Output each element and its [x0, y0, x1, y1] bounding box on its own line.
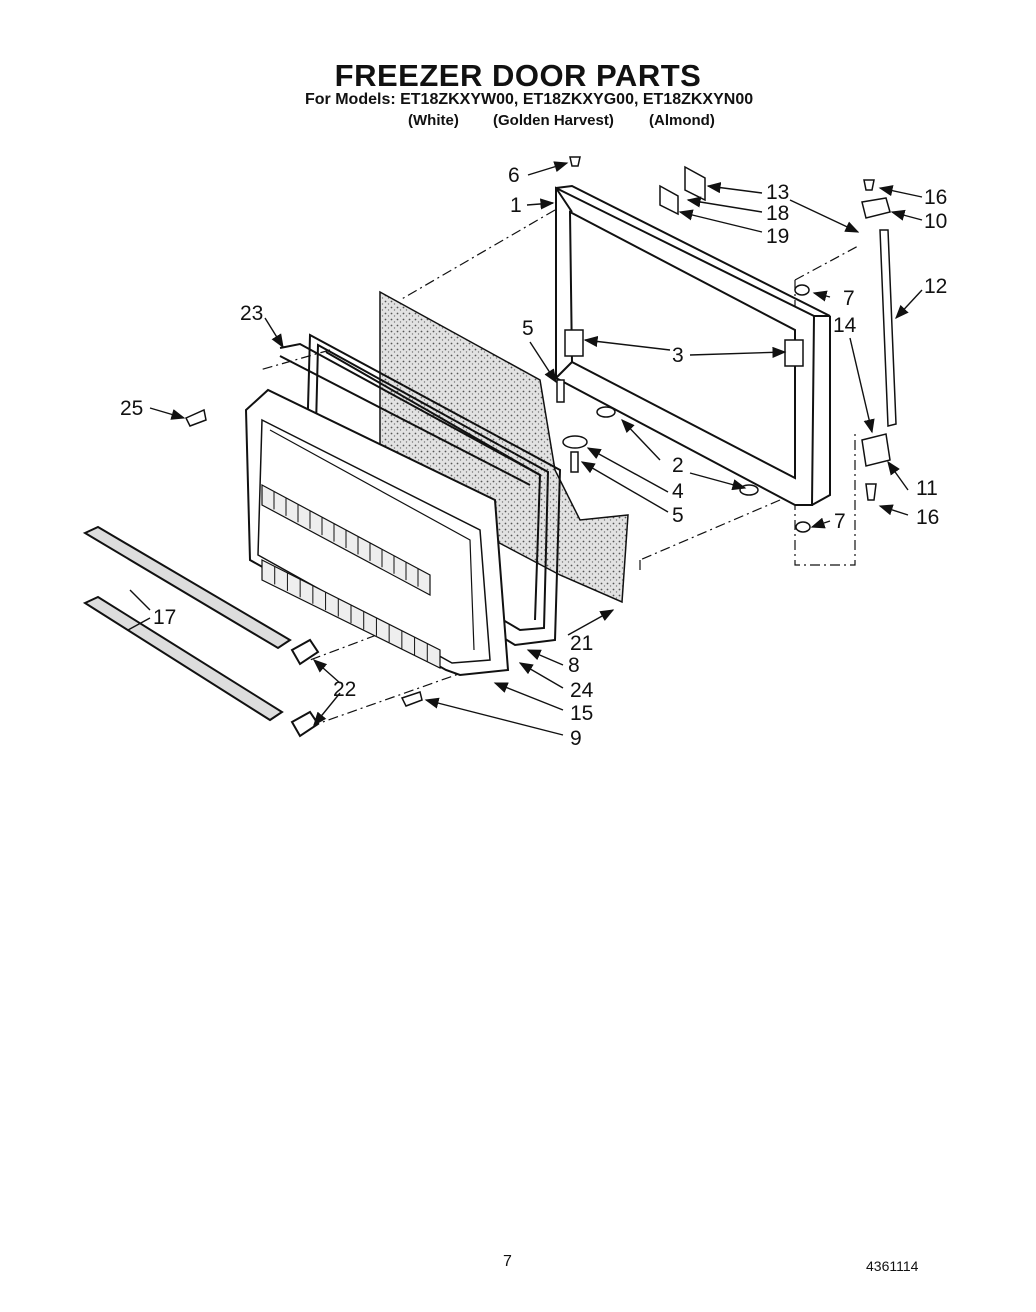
outer-door-panel	[555, 184, 831, 506]
stop-right	[739, 484, 759, 496]
callout-15: 15	[570, 702, 593, 725]
color-golden-harvest: (Golden Harvest)	[493, 112, 614, 129]
callout-9: 9	[570, 727, 582, 750]
color-almond: (Almond)	[649, 112, 715, 129]
hinge-parts	[861, 197, 897, 467]
callout-7-upper: 7	[843, 287, 855, 310]
screw-6	[569, 156, 581, 167]
screw-16-upper	[863, 179, 875, 191]
leader-lines	[127, 161, 923, 736]
callout-5-upper: 5	[522, 317, 534, 340]
callout-13: 13	[766, 181, 789, 204]
callout-25: 25	[120, 397, 143, 420]
callout-5-lower: 5	[672, 504, 684, 527]
hinge-10	[861, 197, 891, 219]
callout-4: 4	[672, 480, 684, 503]
callout-23: 23	[240, 302, 263, 325]
callout-10: 10	[924, 210, 947, 233]
plug-7-lower	[795, 521, 811, 533]
callout-2: 2	[672, 454, 684, 477]
label-plates	[659, 165, 706, 216]
stop-left	[596, 406, 616, 418]
door-bracket	[562, 435, 588, 449]
callout-16-upper: 16	[924, 186, 947, 209]
callout-6: 6	[508, 164, 520, 187]
screw-25	[184, 408, 207, 427]
page-title: FREEZER DOOR PARTS	[334, 58, 702, 93]
document-number: 4361114	[866, 1258, 919, 1274]
callout-7-lower: 7	[834, 510, 846, 533]
callout-22: 22	[333, 678, 356, 701]
callout-24: 24	[570, 679, 594, 702]
callout-21: 21	[570, 632, 593, 655]
plug-7-upper	[794, 284, 810, 296]
door-rails	[82, 525, 292, 722]
rail-end-caps	[290, 638, 320, 738]
callout-3: 3	[672, 344, 684, 367]
callout-8: 8	[568, 654, 580, 677]
screw-16-lower	[865, 483, 877, 501]
callout-16-lower: 16	[916, 506, 939, 529]
color-white: (White)	[408, 112, 459, 129]
callout-14: 14	[833, 314, 857, 337]
callout-17: 17	[153, 606, 176, 629]
screw-5-upper	[556, 379, 565, 403]
screw-5-lower	[570, 451, 579, 473]
screw-9	[400, 691, 423, 707]
model-list: For Models: ET18ZKXYW00, ET18ZKXYG00, ET…	[305, 91, 754, 108]
door-stops	[562, 329, 804, 496]
screws	[184, 156, 877, 707]
hinge-bracket-left	[564, 329, 584, 357]
callout-18: 18	[766, 202, 789, 225]
hinge-11	[861, 433, 891, 467]
callout-labels: 1 2 3 4 5 5 6 7 7 8 9 10 11 12 13 14 15 …	[120, 164, 947, 750]
callout-19: 19	[766, 225, 789, 248]
trim-12	[879, 229, 897, 427]
callout-12: 12	[924, 275, 947, 298]
callout-1: 1	[510, 194, 522, 217]
page-number: 7	[503, 1253, 512, 1270]
gasket-strip-23	[279, 342, 541, 486]
shelf-ribs	[273, 491, 428, 662]
callout-11: 11	[916, 477, 938, 500]
hinge-bracket-right	[784, 339, 804, 367]
